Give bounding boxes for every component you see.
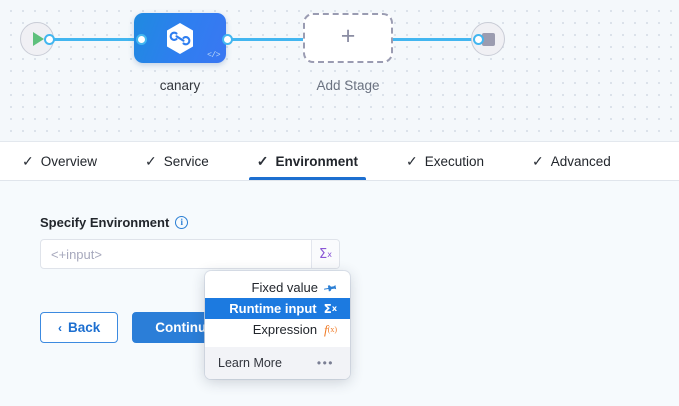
back-button[interactable]: ‹ Back: [40, 312, 119, 343]
dropdown-item-label: Fixed value: [251, 280, 318, 295]
edge-canary-to-add: [227, 38, 305, 41]
environment-input-row: Σx: [40, 239, 340, 269]
edge-start-to-canary: [48, 38, 141, 41]
pipeline-canvas[interactable]: </> canary + Add Stage: [0, 0, 679, 141]
edge-add-to-end: [391, 38, 478, 41]
dropdown-item-expression[interactable]: Expression f(x): [205, 319, 350, 340]
sigma-sup: x: [331, 303, 337, 313]
sigma-glyph: Σ: [323, 301, 332, 316]
tab-label: Service: [163, 153, 209, 169]
tab-service[interactable]: ✓ Service: [145, 142, 209, 180]
tab-label: Overview: [40, 153, 97, 169]
more-options-icon[interactable]: •••: [316, 356, 334, 370]
dropdown-footer[interactable]: Learn More •••: [205, 347, 350, 379]
code-badge-icon: </>: [207, 51, 220, 60]
continue-label: Continue: [155, 320, 214, 335]
stage-node-canary[interactable]: </>: [134, 13, 226, 63]
environment-input[interactable]: [41, 240, 311, 268]
port-canary-in[interactable]: [136, 34, 147, 45]
check-icon: ✓: [532, 153, 544, 169]
pin-icon: [323, 279, 340, 296]
tab-advanced[interactable]: ✓ Advanced: [532, 142, 611, 180]
sigma-glyph: Σ: [319, 246, 328, 262]
learn-more-link[interactable]: Learn More: [218, 356, 282, 370]
check-icon: ✓: [406, 153, 418, 169]
specify-environment-label: Specify Environment i: [40, 215, 189, 230]
field-label-text: Specify Environment: [40, 215, 170, 230]
dropdown-item-label: Expression: [252, 322, 318, 337]
port-start-out[interactable]: [44, 34, 55, 45]
dropdown-item-fixed-value[interactable]: Fixed value: [205, 277, 350, 298]
dropdown-item-label: Runtime input: [229, 301, 317, 316]
tab-label: Execution: [424, 153, 485, 169]
tab-overview[interactable]: ✓ Overview: [22, 142, 97, 180]
check-icon: ✓: [145, 153, 157, 169]
tab-label: Advanced: [550, 153, 611, 169]
port-end-in[interactable]: [473, 34, 484, 45]
harness-hexagon-icon: [165, 22, 195, 55]
port-canary-out[interactable]: [222, 34, 233, 45]
info-icon[interactable]: i: [175, 216, 189, 229]
plus-icon: +: [340, 22, 356, 50]
chevron-left-icon: ‹: [58, 320, 62, 335]
add-stage-label: Add Stage: [316, 78, 380, 93]
stop-icon: [481, 32, 495, 46]
stage-tab-bar: ✓ Overview ✓ Service ✓ Environment ✓ Exe…: [0, 141, 679, 181]
add-stage-node[interactable]: +: [303, 13, 393, 63]
check-icon: ✓: [22, 153, 34, 169]
fx-icon: f(x): [324, 323, 337, 336]
play-icon: [33, 32, 44, 46]
tab-label: Environment: [275, 153, 358, 169]
sigma-sup: x: [327, 249, 332, 259]
tab-environment[interactable]: ✓ Environment: [248, 142, 367, 180]
fx-sub: (x): [327, 324, 337, 334]
tab-execution[interactable]: ✓ Execution: [406, 142, 484, 180]
fx-glyph: f: [324, 322, 328, 337]
check-icon: ✓: [256, 153, 269, 169]
stage-label-canary: canary: [159, 78, 201, 93]
back-label: Back: [68, 320, 101, 335]
